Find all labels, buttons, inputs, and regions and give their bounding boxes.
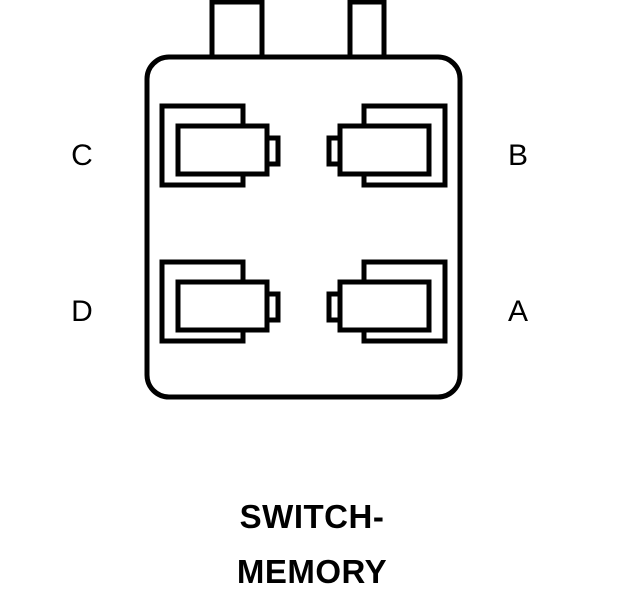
switch-d-body [175, 279, 270, 333]
mounting-tabs-group [209, 0, 387, 59]
tab-right-icon [347, 0, 387, 59]
switch-c-body [175, 123, 270, 177]
port-label-b: B [508, 139, 528, 172]
switch-a[interactable] [326, 259, 448, 344]
switch-b[interactable] [326, 103, 448, 188]
port-labels-group: C B D A [71, 139, 528, 328]
tab-left-icon [209, 0, 265, 59]
switch-b-body [337, 123, 432, 177]
switch-d[interactable] [159, 259, 281, 344]
port-label-c: C [71, 139, 93, 172]
caption-line-2: MEMORY [237, 553, 387, 590]
caption-line-1: SWITCH- [240, 498, 385, 535]
switch-assemblies-group [159, 103, 448, 344]
switch-a-body [337, 279, 432, 333]
caption-group: SWITCH- MEMORY [237, 498, 387, 590]
port-label-a: A [508, 295, 528, 328]
port-label-d: D [71, 295, 93, 328]
switch-c[interactable] [159, 103, 281, 188]
